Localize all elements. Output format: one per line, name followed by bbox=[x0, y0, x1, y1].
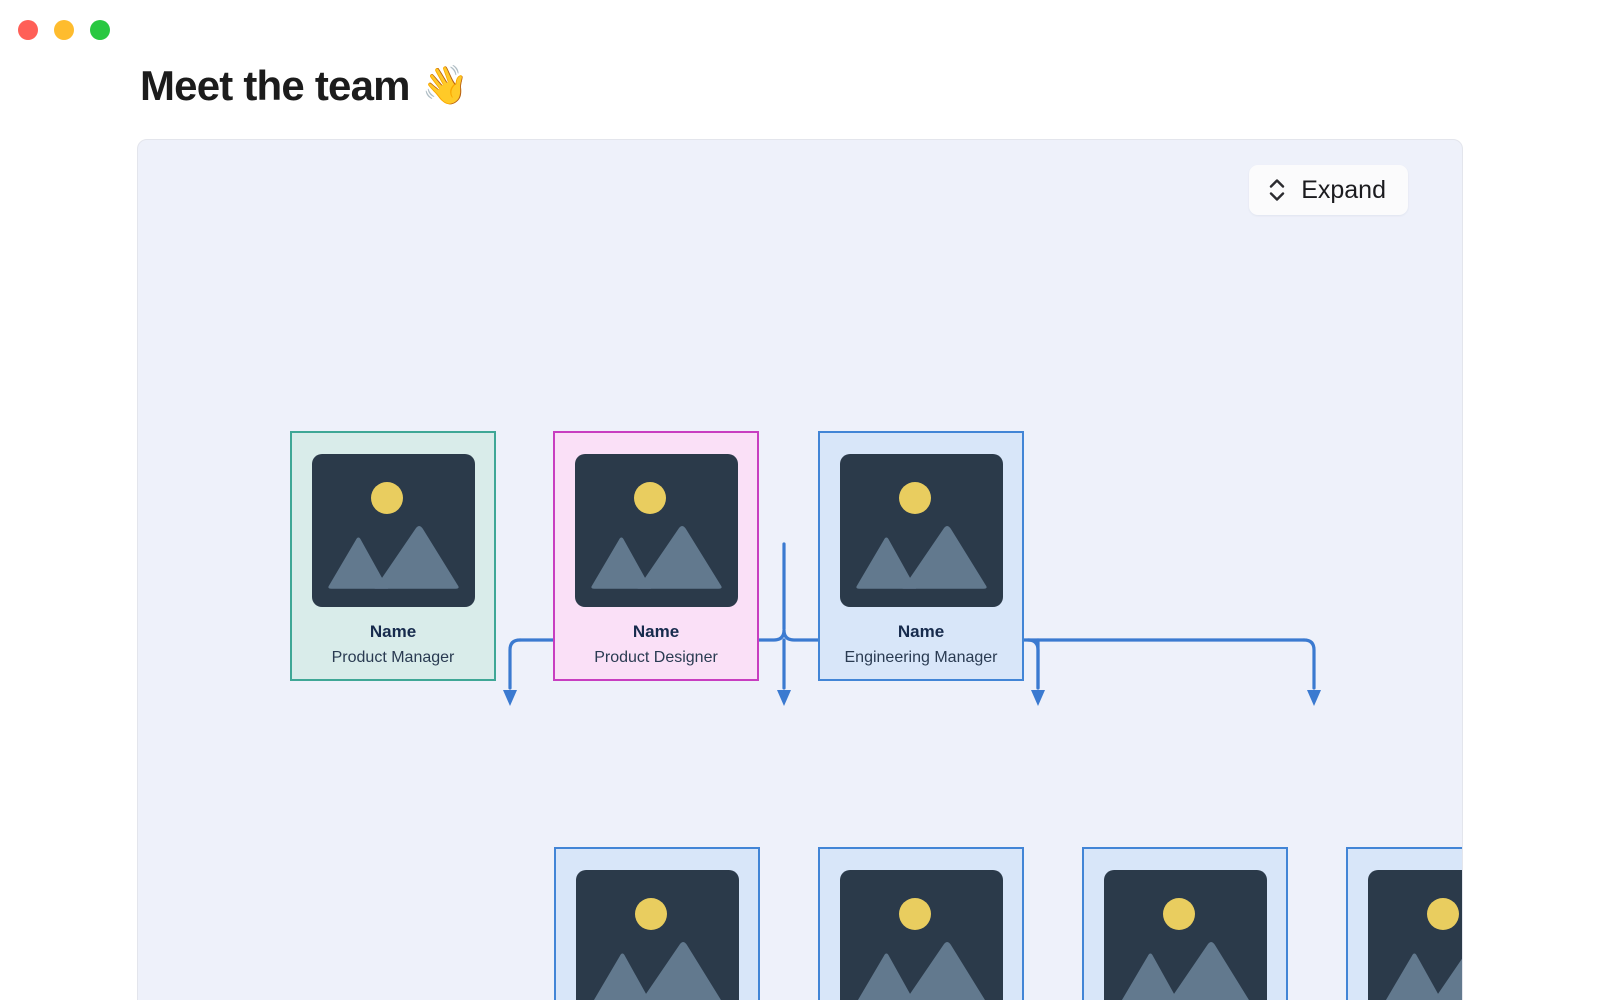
image-placeholder-icon bbox=[839, 454, 1003, 607]
org-node-role: Engineering Manager bbox=[844, 648, 998, 666]
image-placeholder-icon bbox=[1367, 870, 1462, 1000]
window-traffic-lights bbox=[18, 20, 110, 40]
sun-shape bbox=[633, 482, 666, 514]
org-node-role: Product Manager bbox=[331, 648, 455, 666]
org-node-name: Name bbox=[369, 622, 417, 641]
org-node-name: Name bbox=[632, 622, 680, 641]
sun-shape bbox=[1162, 898, 1195, 930]
mountain-shape bbox=[857, 942, 985, 1000]
expand-button-label: Expand bbox=[1301, 175, 1386, 204]
mountain-shape bbox=[1121, 942, 1249, 1000]
org-node-name: Name bbox=[897, 622, 945, 641]
image-placeholder-icon bbox=[311, 454, 475, 607]
sun-shape bbox=[898, 898, 931, 930]
expand-button[interactable]: Expand bbox=[1249, 165, 1408, 215]
mountain-shape bbox=[590, 526, 722, 589]
org-node-role: Product Designer bbox=[594, 648, 718, 666]
image-placeholder-icon bbox=[1103, 870, 1267, 1000]
sun-shape bbox=[1426, 898, 1459, 930]
waving-hand-emoji: 👋 bbox=[421, 65, 469, 107]
maximize-window-button[interactable] bbox=[90, 20, 110, 40]
close-window-button[interactable] bbox=[18, 20, 38, 40]
page-title: Meet the team 👋 bbox=[140, 62, 469, 110]
mountain-shape bbox=[327, 526, 459, 589]
mountain-shape bbox=[1385, 953, 1462, 1000]
mountain-shape bbox=[593, 942, 721, 1000]
org-chart-panel: Expand bbox=[137, 139, 1463, 1000]
mountain-shape bbox=[855, 526, 987, 589]
page-title-text: Meet the team bbox=[140, 62, 410, 109]
sun-shape bbox=[898, 482, 931, 514]
image-placeholder-icon bbox=[574, 454, 738, 607]
minimize-window-button[interactable] bbox=[54, 20, 74, 40]
image-placeholder-icon bbox=[839, 870, 1003, 1000]
image-placeholder-icon bbox=[575, 870, 739, 1000]
sun-shape bbox=[634, 898, 667, 930]
sun-shape bbox=[370, 482, 403, 514]
chevron-up-down-icon bbox=[1270, 179, 1285, 201]
org-node-card[interactable]: NameSenior Engineer bbox=[554, 847, 760, 1000]
